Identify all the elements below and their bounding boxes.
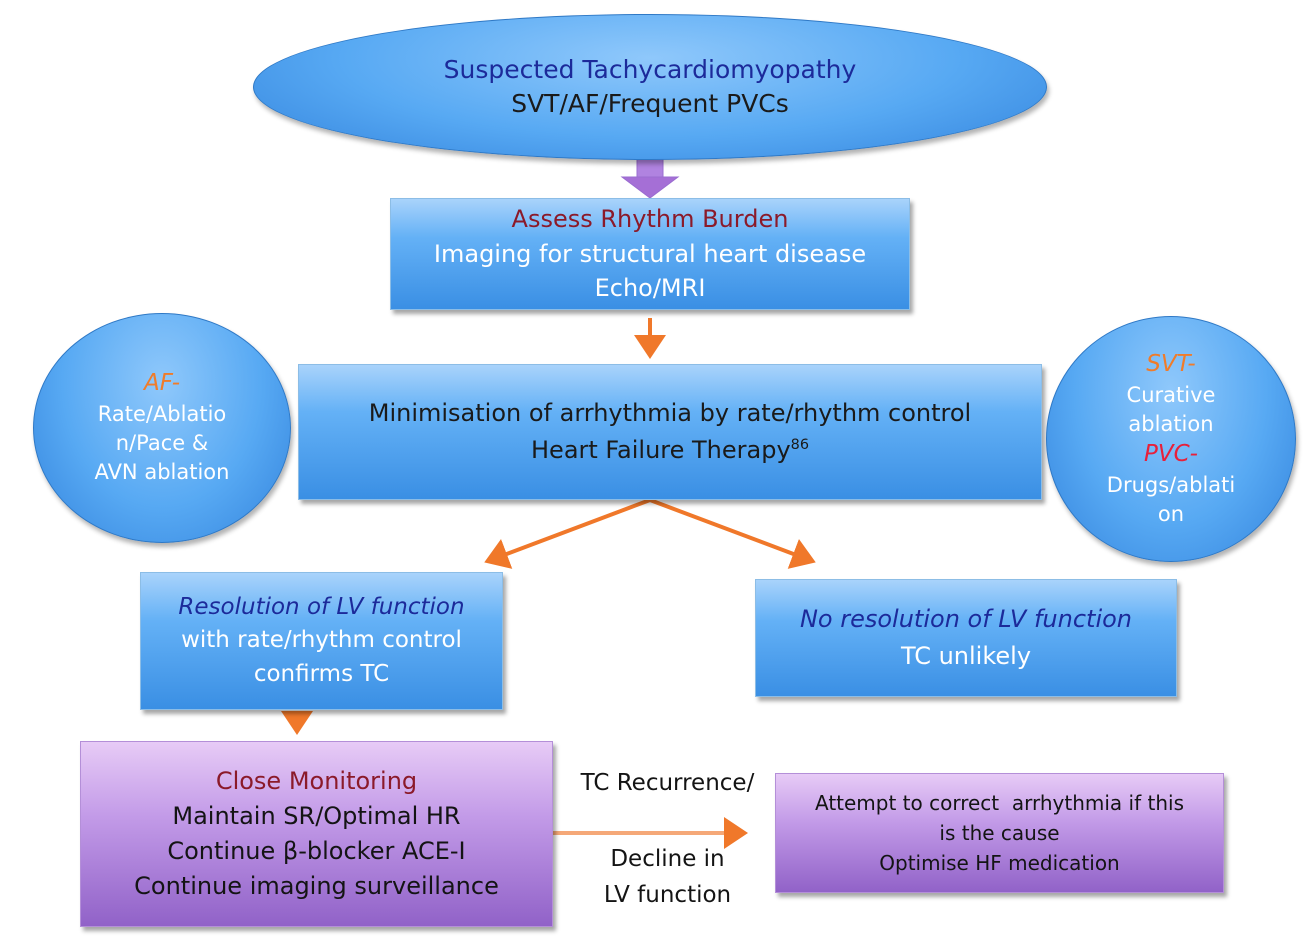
resolution-box: Resolution of LV function with rate/rhyt…	[140, 572, 503, 710]
svt-pvc-circle: SVT- Curative ablation PVC- Drugs/ablati…	[1046, 316, 1296, 562]
monitoring-line3: Continue imaging surveillance	[134, 871, 499, 900]
recurrence-label-top: TC Recurrence/	[560, 770, 775, 798]
resolution-title: Resolution of LV function	[178, 593, 465, 620]
minimise-line2: Heart Failure Therapy	[531, 436, 791, 464]
pvc-line1: Drugs/ablati	[1106, 472, 1236, 497]
minimise-line2-wrap: Heart Failure Therapy86	[531, 436, 809, 465]
no-resolution-title: No resolution of LV function	[799, 605, 1133, 634]
assess-line2: Echo/MRI	[594, 274, 706, 303]
arrow-minimise-to-resolution	[484, 498, 651, 569]
minimise-box: Minimisation of arrhythmia by rate/rhyth…	[298, 364, 1042, 500]
monitoring-line1: Maintain SR/Optimal HR	[172, 802, 461, 831]
monitoring-title: Close Monitoring	[215, 767, 418, 796]
resolution-line3: confirms TC	[253, 660, 390, 687]
af-line2: n/Pace &	[115, 431, 209, 456]
correct-line3: Optimise HF medication	[879, 851, 1120, 875]
monitoring-box: Close Monitoring Maintain SR/Optimal HR …	[80, 741, 553, 927]
start-subtitle: SVT/AF/Frequent PVCs	[511, 89, 789, 118]
arrow-start-to-assess	[620, 155, 680, 199]
correct-line2: is the cause	[939, 821, 1060, 845]
monitoring-line2: Continue β-blocker ACE-I	[167, 837, 466, 865]
pvc-line2: on	[1157, 501, 1185, 526]
resolution-line2: control	[382, 627, 462, 654]
assess-title: Assess Rhythm Burden	[511, 204, 789, 233]
af-line3: AVN ablation	[94, 460, 230, 485]
no-resolution-line1: TC unlikely	[900, 642, 1032, 670]
resolution-line1-wrap: with rate/rhythm control	[181, 627, 462, 655]
minimise-line1: Minimisation of arrhythmia by rate/rhyth…	[368, 399, 972, 428]
assess-line1: Imaging for structural heart disease	[433, 239, 867, 268]
svt-label: SVT-	[1146, 351, 1196, 378]
recurrence-line1: TC Recurrence/	[580, 770, 755, 796]
svt-line2: ablation	[1128, 411, 1214, 436]
arrow-minimise-to-no-resolution	[649, 498, 816, 569]
correct-line1: Attempt to correct arrhythmia if this	[814, 791, 1184, 815]
af-circle: AF- Rate/Ablatio n/Pace & AVN ablation	[33, 313, 291, 543]
assess-box: Assess Rhythm Burden Imaging for structu…	[390, 198, 910, 310]
svt-line1: Curative	[1126, 382, 1216, 407]
pvc-label: PVC-	[1144, 441, 1198, 467]
correct-box: Attempt to correct arrhythmia if this is…	[775, 773, 1224, 893]
af-label: AF-	[143, 370, 180, 397]
af-line1: Rate/Ablatio	[97, 402, 227, 427]
start-node: Suspected Tachycardiomyopathy SVT/AF/Fre…	[253, 14, 1047, 160]
minimise-ref: 86	[790, 437, 809, 453]
recurrence-line3: LV function	[603, 881, 732, 908]
recurrence-line2: Decline in	[610, 846, 725, 872]
start-title: Suspected Tachycardiomyopathy	[443, 55, 857, 84]
no-resolution-box: No resolution of LV function TC unlikely	[755, 579, 1177, 697]
resolution-line1: with rate/rhythm	[181, 627, 375, 654]
recurrence-label-bottom: Decline in LV function	[560, 846, 775, 909]
